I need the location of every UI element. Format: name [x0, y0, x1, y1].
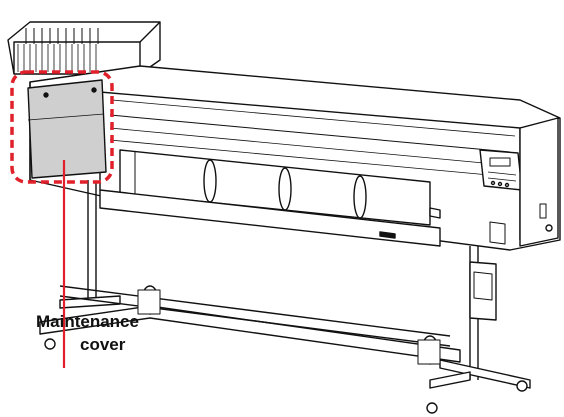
maintenance-cover-highlight: [10, 70, 114, 184]
control-panel: [479, 149, 523, 191]
take-up-reel: [39, 285, 461, 365]
stand: [44, 180, 531, 414]
maintenance-cover: [27, 79, 107, 179]
callout-label-line-1: Maintenance: [36, 312, 139, 331]
callout-label-line-2: cover: [80, 335, 126, 354]
ink-cartridge-block: [7, 21, 161, 75]
platen: [99, 189, 441, 247]
take-up-unit: [469, 261, 497, 321]
right-side-panel: [489, 117, 559, 247]
